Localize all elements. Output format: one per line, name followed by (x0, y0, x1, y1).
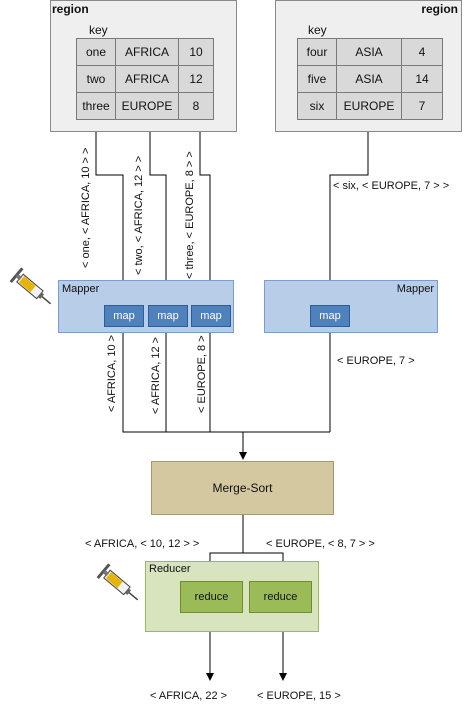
reducer: Reducer reduce reduce (145, 561, 319, 632)
output-label-africa: < AFRICA, 22 > (150, 690, 228, 702)
mapper-output-label-africa-10: < AFRICA, 10 > (106, 334, 118, 412)
reducer-input-label-africa: < AFRICA, < 10, 12 > > (85, 538, 200, 550)
cell-value: 10 (178, 38, 214, 66)
mapper-output-label-europe-8: < EUROPE, 8 > (196, 335, 208, 413)
mapper-2: Mapper map (264, 280, 438, 333)
syringe-icon (9, 267, 52, 305)
table-row: four ASIA 4 (297, 38, 443, 66)
region-table-1: region key one AFRICA 10 two AFRICA 12 t… (50, 0, 237, 132)
map-box: map (191, 305, 231, 327)
key-label: key (308, 23, 327, 37)
wire-two (149, 120, 170, 307)
reducer-label: Reducer (149, 563, 191, 575)
map-box: map (148, 305, 188, 327)
cell-key: four (297, 38, 337, 66)
cell-region: ASIA (336, 38, 402, 66)
syringe-icon (96, 563, 139, 601)
region-title: region (421, 2, 458, 16)
map-box: map (310, 305, 350, 327)
mapper-label: Mapper (62, 283, 100, 295)
output-label-europe: < EUROPE, 15 > (257, 690, 341, 702)
cell-region: ASIA (336, 65, 402, 93)
mapper-input-label-one: < one, < AFRICA, 10 > > (80, 147, 92, 268)
cell-region: EUROPE (115, 92, 179, 120)
wire-one (95, 120, 127, 307)
wire-six (326, 120, 369, 307)
mapper-input-label-six: < six, < EUROPE, 7 > > (333, 180, 450, 192)
cell-key: two (76, 65, 116, 93)
reduce-box: reduce (249, 581, 312, 613)
region-table-2: region key four ASIA 4 five ASIA 14 six … (275, 0, 462, 132)
mapper-label: Mapper (396, 283, 434, 295)
table-row: one AFRICA 10 (76, 38, 214, 66)
mapper-input-label-two: < two, < AFRICA, 12 > > (133, 155, 145, 275)
key-table: one AFRICA 10 two AFRICA 12 three EUROPE… (76, 38, 214, 120)
reducer-input-label-europe: < EUROPE, < 8, 7 > > (266, 538, 375, 550)
cell-value: 12 (178, 65, 214, 93)
cell-key: one (76, 38, 116, 66)
cell-key: six (297, 92, 337, 120)
mapper-1: Mapper map map map (58, 280, 234, 333)
region-title: region (52, 2, 89, 16)
key-label: key (89, 23, 108, 37)
merge-sort-box: Merge-Sort (151, 461, 334, 515)
mapper-output-label-europe-7: < EUROPE, 7 > (337, 355, 415, 367)
cell-value: 8 (178, 92, 214, 120)
cell-region: AFRICA (115, 38, 179, 66)
key-table: four ASIA 4 five ASIA 14 six EUROPE 7 (297, 38, 443, 120)
cell-region: EUROPE (336, 92, 402, 120)
wire-three (199, 120, 214, 307)
cell-value: 7 (401, 92, 443, 120)
table-row: two AFRICA 12 (76, 65, 214, 93)
cell-value: 4 (401, 38, 443, 66)
map-box: map (104, 305, 144, 327)
reduce-box: reduce (180, 581, 243, 613)
mapper-output-label-africa-12: < AFRICA, 12 > (150, 336, 162, 414)
table-row: six EUROPE 7 (297, 92, 443, 120)
cell-region: AFRICA (115, 65, 179, 93)
cell-value: 14 (401, 65, 443, 93)
cell-key: five (297, 65, 337, 93)
table-row: five ASIA 14 (297, 65, 443, 93)
mapper-input-label-three: < three, < EUROPE, 8 > > (184, 151, 196, 279)
cell-key: three (76, 92, 116, 120)
table-row: three EUROPE 8 (76, 92, 214, 120)
wire-map1-out (122, 330, 330, 433)
